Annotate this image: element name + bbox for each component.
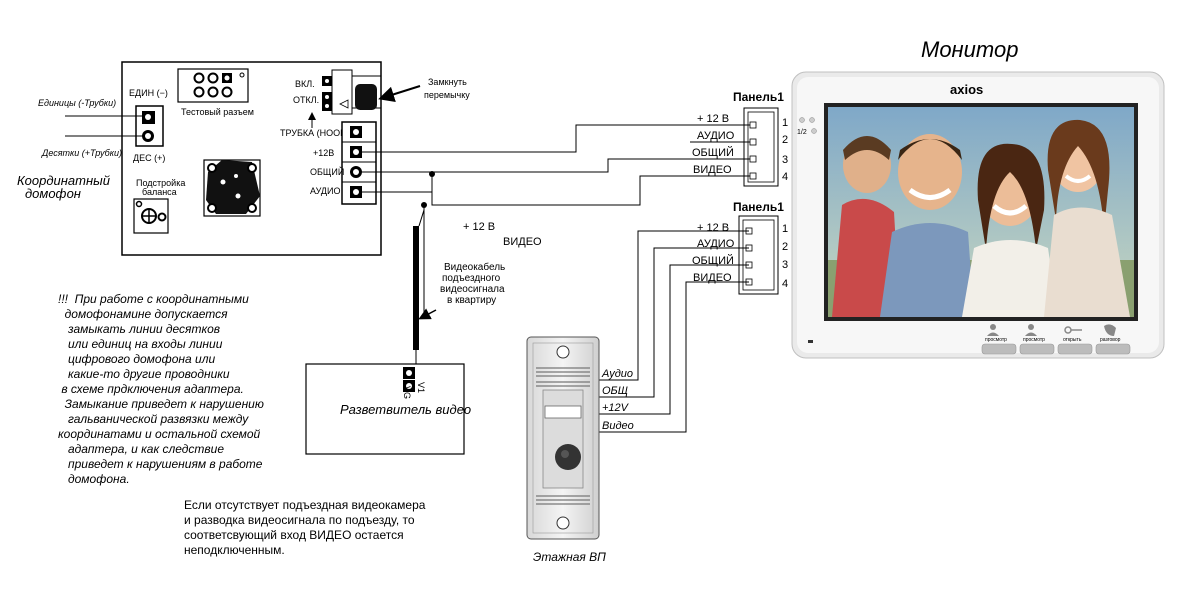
user1-icon: [990, 324, 996, 330]
monitor-btn-label-2: просмотр: [1023, 337, 1045, 343]
test-connector-label: Тестовый разъем: [181, 107, 254, 117]
panel1-row-2: АУДИО: [697, 130, 735, 142]
panel1-pin-4: 4: [782, 171, 788, 183]
panel2-pin-1: 1: [782, 223, 788, 235]
jumper-note-2: перемычку: [424, 90, 470, 100]
panel2-pin-3: 3: [782, 259, 788, 271]
jumper-note-1: Замкнуть: [428, 77, 467, 87]
monitor-btn-label-3: открыть: [1063, 337, 1082, 343]
panel2-row-4: ВИДЕО: [693, 272, 732, 284]
panel2-row-1: + 12 В: [697, 222, 729, 234]
user2-icon: [1028, 324, 1034, 330]
panel1-pin-2: 2: [782, 134, 788, 146]
panel1-row-1: + 12 В: [697, 113, 729, 125]
tens-wire-label: Десятки (+Трубки): [41, 148, 122, 158]
term-audio-label: АУДИО: [310, 186, 341, 196]
panel2-title: Панель1: [733, 200, 784, 214]
video-splitter: V1 VG Разветвитель видео: [305, 363, 471, 455]
panel2-row-2: АУДИО: [697, 238, 735, 250]
cable-caption-2: подъездного: [442, 273, 501, 284]
panel1-row-4: ВИДЕО: [693, 164, 732, 176]
intercom-label-1: Координатный: [17, 173, 110, 188]
cable-caption-4: в квартиру: [447, 295, 496, 306]
balance-label-2: баланса: [142, 187, 177, 197]
monitor-brand: axios: [950, 82, 983, 97]
splitter-v1: V1: [416, 382, 426, 393]
tens-label: ДЕС (+): [133, 153, 165, 163]
door-wire-common: ОБЩ: [602, 385, 628, 397]
panel1-pin-1: 1: [782, 117, 788, 129]
family-photo: [828, 107, 1134, 317]
monitor-button-1[interactable]: [981, 343, 1017, 355]
monitor-title: Монитор: [921, 37, 1018, 62]
on-label: ВКЛ.: [295, 79, 315, 89]
panel1-pin-3: 3: [782, 154, 788, 166]
key-icon: [1064, 326, 1082, 334]
panel1-title: Панель1: [733, 90, 784, 104]
monitor-btn-label-4: разговор: [1100, 337, 1121, 343]
door-panel: Этажная ВП: [526, 336, 606, 564]
off-label: ОТКЛ.: [293, 95, 319, 105]
door-wire-12v: +12V: [602, 402, 630, 414]
panel2-pin-4: 4: [782, 278, 788, 290]
video-cable: + 12 В ВИДЕО Видеокабель подъездного вид…: [413, 209, 542, 365]
door-wire-video: Видео: [602, 420, 634, 432]
splitter-title: Разветвитель видео: [340, 402, 471, 417]
monitor-buttons: просмотр просмотр открыть разговор: [981, 324, 1131, 355]
panel2-connector: Панель1 + 12 В АУДИО ОБЩИЙ ВИДЕО 1 2 3 4: [692, 200, 788, 295]
monitor-button-2[interactable]: [1019, 343, 1055, 355]
splitter-vg: VG: [402, 386, 412, 399]
panel2-pin-2: 2: [782, 241, 788, 253]
cable-caption-3: видеосигнала: [440, 284, 505, 295]
units-wire-label: Единицы (-Трубки): [38, 98, 116, 108]
panel1-row-3: ОБЩИЙ: [692, 146, 734, 159]
cable-video: ВИДЕО: [503, 236, 542, 248]
balance-potentiometer: [133, 198, 169, 234]
door-panel-caption: Этажная ВП: [533, 550, 606, 564]
monitor: Монитор axios 1/2: [791, 37, 1165, 359]
balance-label-1: Подстройка: [136, 178, 185, 188]
monitor-led-label: 1/2: [797, 129, 807, 136]
wires-doorpanel-panel2: [599, 230, 749, 433]
unit-label: ЕДИН (−): [129, 88, 168, 98]
monitor-button-4[interactable]: [1095, 343, 1131, 355]
warning-note: !!! При работе с координатными домофонам…: [58, 292, 264, 486]
monitor-btn-label-1: просмотр: [985, 337, 1007, 343]
cable-12v: + 12 В: [463, 221, 495, 233]
chip: [203, 159, 261, 217]
cable-caption-1: Видеокабель: [444, 261, 505, 273]
intercom-label-2: домофон: [25, 186, 81, 201]
jumper: [355, 84, 377, 110]
monitor-button-3[interactable]: [1057, 343, 1093, 355]
handset-icon: [1104, 324, 1116, 336]
wires-adapter-panel1: [362, 124, 752, 318]
panel1-connector: Панель1 + 12 В АУДИО ОБЩИЙ ВИДЕО 1 2 3 4: [690, 90, 788, 187]
adapter-board: ЕДИН (−) ДЕС (+) Единицы (-Трубки) Десят…: [38, 61, 470, 256]
panel2-row-3: ОБЩИЙ: [692, 254, 734, 267]
term-common-label: ОБЩИЙ: [310, 166, 344, 177]
term-12v-label: +12В: [313, 148, 334, 158]
door-wire-audio: Аудио: [601, 368, 633, 380]
info-note: Если отсутствует подъездная видеокамера …: [184, 498, 426, 557]
handset-label: ТРУБКА (HOOK): [280, 128, 349, 138]
